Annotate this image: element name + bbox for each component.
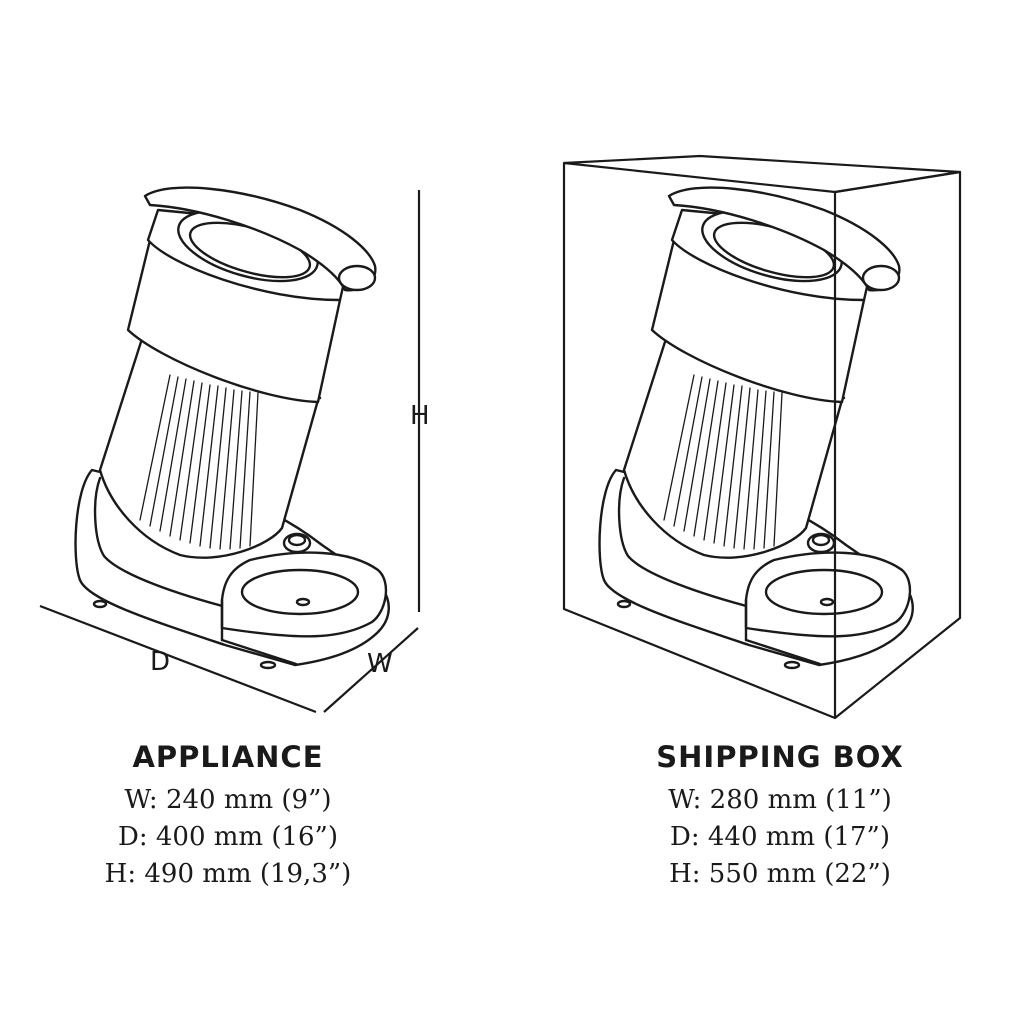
- width-dimension-line: [323, 627, 419, 713]
- appliance-width: W: 240 mm (9”): [124, 785, 332, 815]
- height-label: H: [410, 401, 430, 431]
- appliance-height: H: 490 mm (19,3”): [104, 859, 352, 889]
- appliance-illustration: [74, 186, 390, 670]
- appliance-title: APPLIANCE: [132, 740, 324, 774]
- depth-label: D: [150, 647, 170, 677]
- width-label: W: [367, 649, 393, 679]
- shipping-box-illustration: [562, 154, 962, 720]
- box-side-face: [834, 170, 962, 719]
- appliance-specs: APPLIANCE W: 240 mm (9”) D: 400 mm (16”)…: [18, 738, 438, 893]
- shipping-box-specs: SHIPPING BOX W: 280 mm (11”) D: 440 mm (…: [570, 738, 990, 893]
- shipping-box-title: SHIPPING BOX: [656, 740, 904, 774]
- appliance-dimension-lines: [39, 190, 421, 714]
- box-top-face: [563, 154, 962, 194]
- shipping-box-height: H: 550 mm (22”): [669, 859, 891, 889]
- shipping-box-width: W: 280 mm (11”): [668, 785, 892, 815]
- shipping-box-depth: D: 440 mm (17”): [670, 822, 890, 852]
- depth-dimension-line: [39, 604, 317, 714]
- appliance-depth: D: 400 mm (16”): [118, 822, 338, 852]
